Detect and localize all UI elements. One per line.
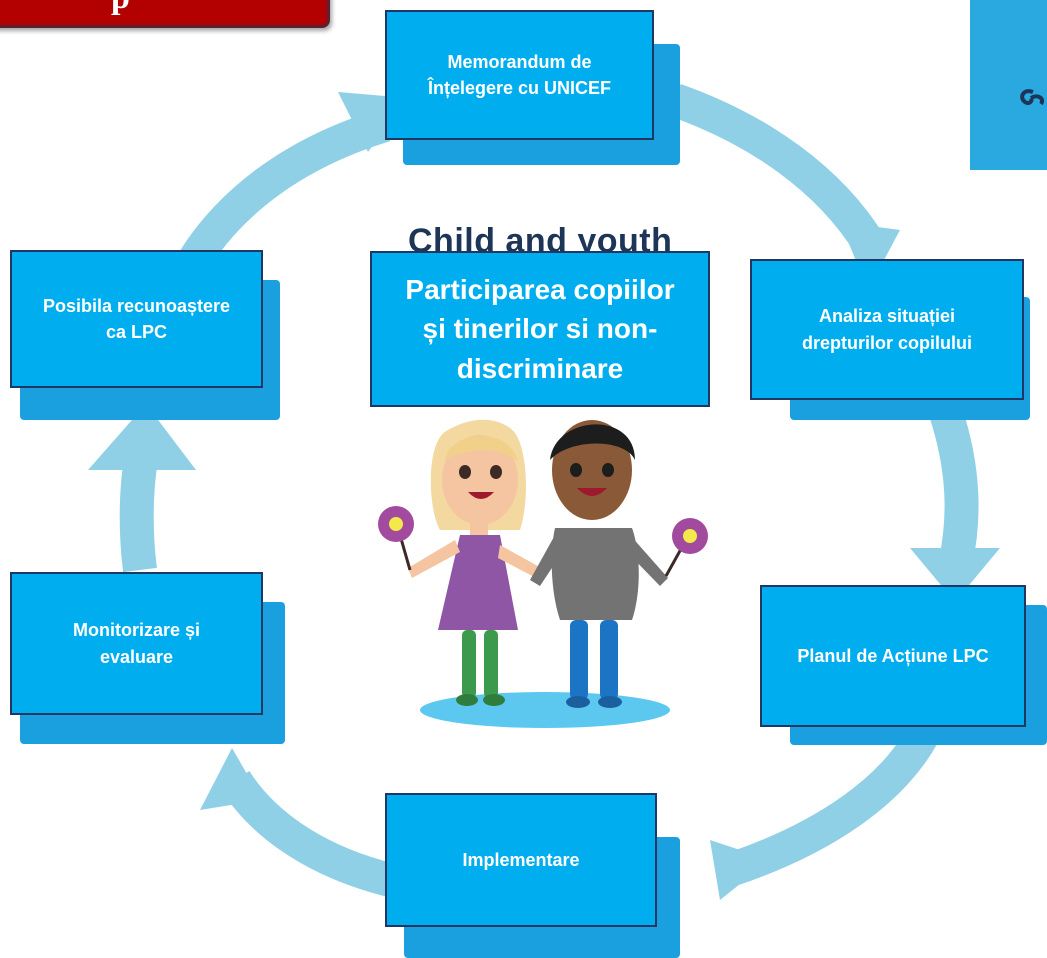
- step-monitoring: Monitorizare și evaluare: [10, 572, 285, 744]
- step-recognition-box: Posibila recunoaștere ca LPC: [10, 250, 263, 388]
- step-implementation-label: Implementare: [462, 849, 580, 870]
- title-banner-text: p: [111, 0, 130, 17]
- lollipop-icon: [664, 518, 708, 577]
- step-recognition: Posibila recunoaștere ca LPC: [10, 250, 280, 420]
- girl-figure-icon: [408, 419, 545, 706]
- step-analysis-box: Analiza situației drepturilor copilului: [750, 259, 1024, 400]
- step-analysis-label: Analiza situației drepturilor copilului: [802, 306, 972, 353]
- step-memorandum: Memorandum de Înțelegere cu UNICEF: [385, 10, 680, 165]
- title-banner: p: [0, 0, 330, 28]
- step-action-plan-label: Planul de Acțiune LPC: [797, 645, 989, 666]
- step-recognition-label: Posibila recunoaștere ca LPC: [42, 295, 231, 342]
- step-action-plan: Planul de Acțiune LPC: [760, 585, 1047, 745]
- side-panel-tile: [970, 0, 1047, 170]
- boy-figure-icon: [530, 420, 668, 708]
- step-analysis: Analiza situației drepturilor copilului: [750, 259, 1030, 420]
- step-monitoring-box: Monitorizare și evaluare: [10, 572, 263, 715]
- center-title: Participarea copiilor și tinerilor si no…: [405, 274, 675, 384]
- step-memorandum-box: Memorandum de Înțelegere cu UNICEF: [385, 10, 654, 140]
- step-action-plan-box: Planul de Acțiune LPC: [760, 585, 1026, 727]
- children-illustration-icon: [378, 419, 708, 728]
- step-implementation: Implementare: [385, 793, 680, 958]
- center-title-box: Participarea copiilor și tinerilor si no…: [370, 251, 710, 407]
- step-memorandum-label: Memorandum de Înțelegere cu UNICEF: [427, 51, 612, 98]
- step-monitoring-label: Monitorizare și evaluare: [72, 620, 201, 667]
- link-icon: [1020, 89, 1044, 106]
- step-implementation-box: Implementare: [385, 793, 657, 927]
- lollipop-icon: [378, 506, 414, 571]
